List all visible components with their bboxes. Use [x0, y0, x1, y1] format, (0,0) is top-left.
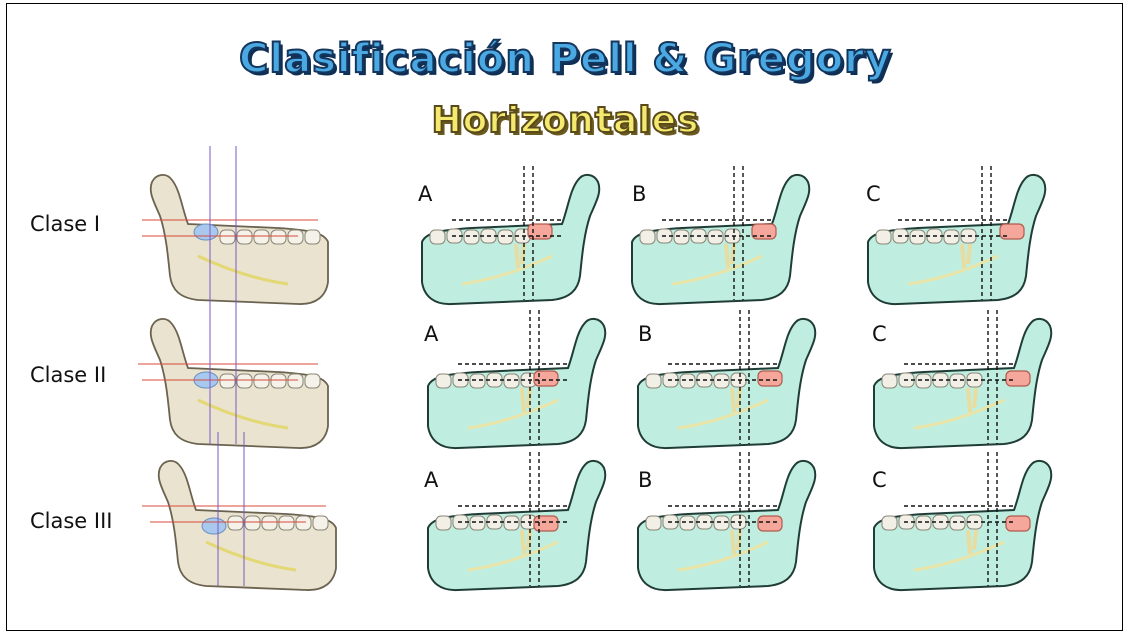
schematic-mandible-row-1-c	[868, 166, 1045, 304]
schematic-mandible-row-3-a	[428, 452, 605, 590]
third-molar-icon	[194, 224, 218, 240]
schematic-mandible-row-1-a	[422, 166, 599, 304]
third-molar-icon	[202, 518, 226, 534]
realistic-mandible-row-3	[142, 432, 336, 590]
third-molar-icon	[1006, 516, 1030, 531]
third-molar-icon	[1000, 224, 1024, 239]
schematic-mandible-row-3-c	[874, 452, 1051, 590]
third-molar-icon	[534, 371, 558, 386]
third-molar-icon	[534, 516, 558, 531]
realistic-mandible-row-2	[138, 290, 328, 448]
schematic-mandible-row-1-b	[632, 166, 809, 304]
realistic-mandible-row-1	[142, 146, 328, 304]
third-molar-icon	[528, 224, 552, 239]
third-molar-icon	[758, 371, 782, 386]
third-molar-icon	[1006, 371, 1030, 386]
third-molar-icon	[758, 516, 782, 531]
schematic-mandible-row-2-c	[874, 310, 1051, 448]
schematic-mandible-row-2-b	[638, 310, 815, 448]
schematic-mandible-row-3-b	[638, 452, 815, 590]
third-molar-icon	[752, 224, 776, 239]
schematic-mandible-row-2-a	[428, 310, 605, 448]
